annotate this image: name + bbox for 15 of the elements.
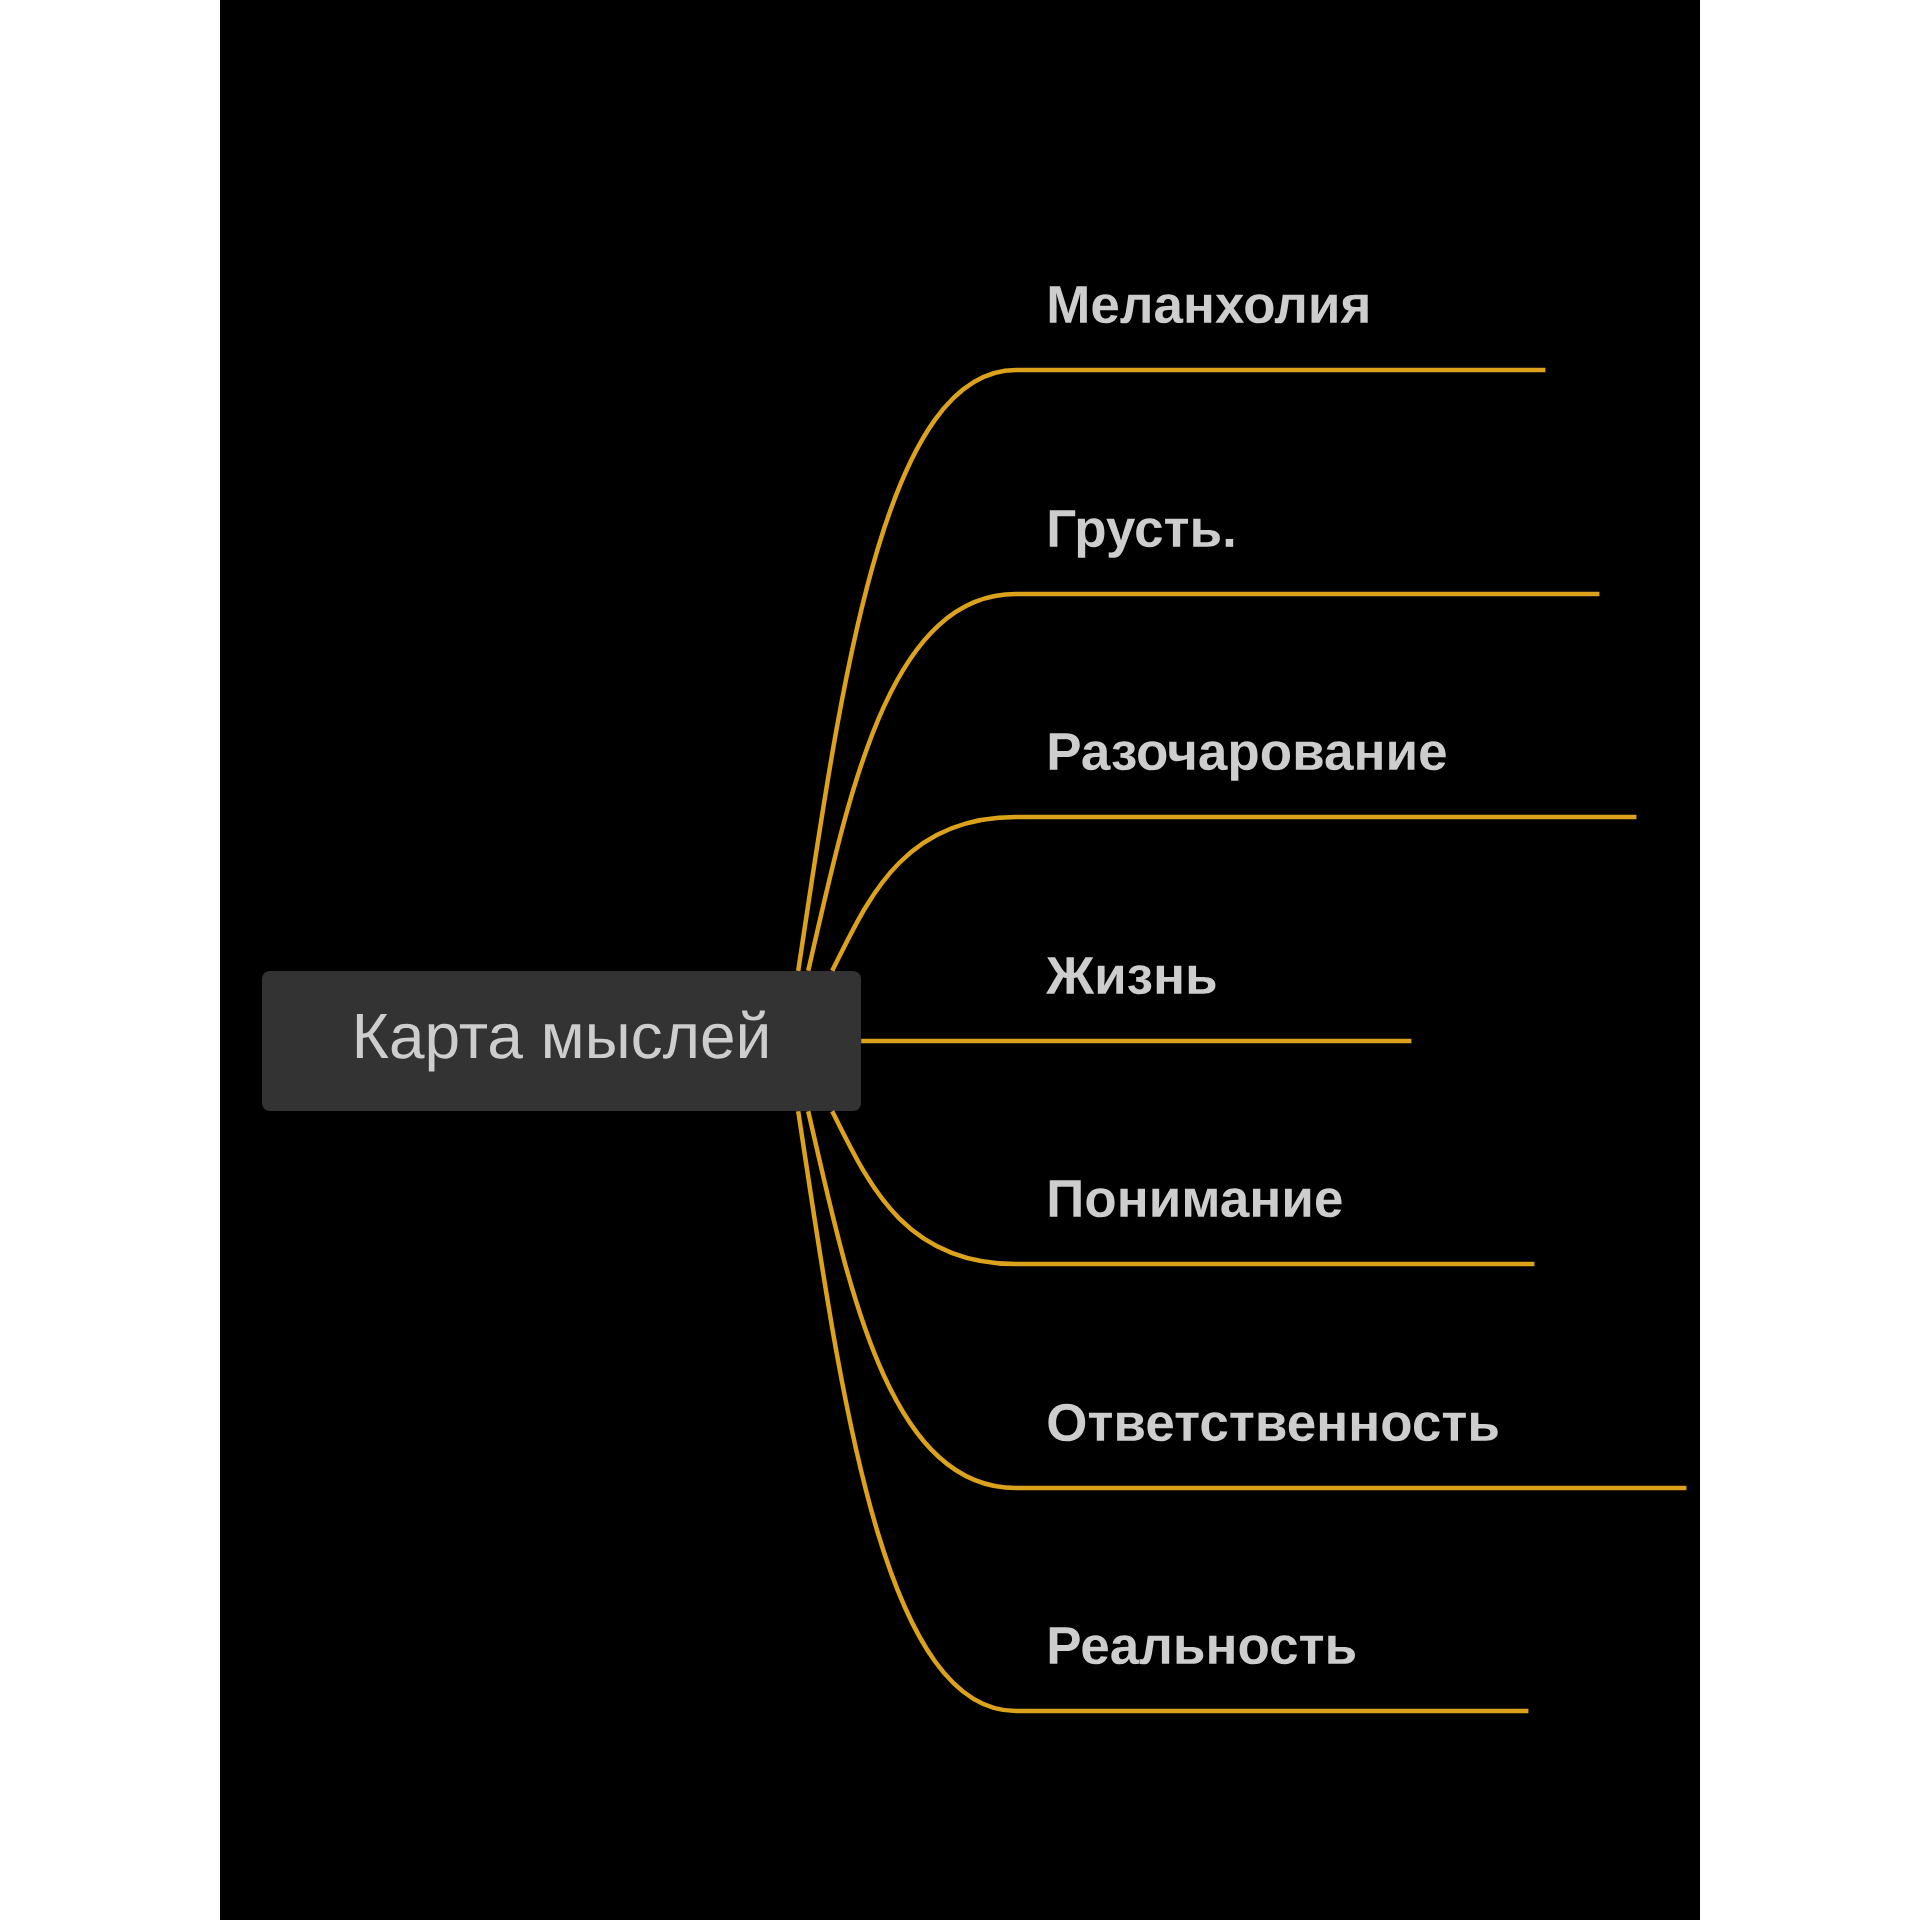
- branch-topic: Грусть.: [1016, 510, 1600, 597]
- connector-line: [806, 1110, 1017, 1491]
- connector-line: [796, 1110, 1017, 1714]
- connector-line: [861, 1038, 1016, 1044]
- branch-topic: Меланхолия: [1016, 286, 1546, 373]
- connector-line: [830, 1110, 1017, 1267]
- connector-line: [796, 367, 1017, 972]
- branch-topic: Разочарование: [1016, 733, 1637, 820]
- branch-topic: Ответственность: [1016, 1403, 1687, 1491]
- connector-line: [830, 814, 1017, 972]
- branch-topic: Понимание: [1016, 1180, 1535, 1267]
- branch-topic: Реальность: [1016, 1627, 1529, 1714]
- branch-topic: Жизнь: [1016, 957, 1412, 1044]
- central-topic-box: Карта мыслей: [262, 971, 861, 1111]
- connector-line: [806, 591, 1017, 972]
